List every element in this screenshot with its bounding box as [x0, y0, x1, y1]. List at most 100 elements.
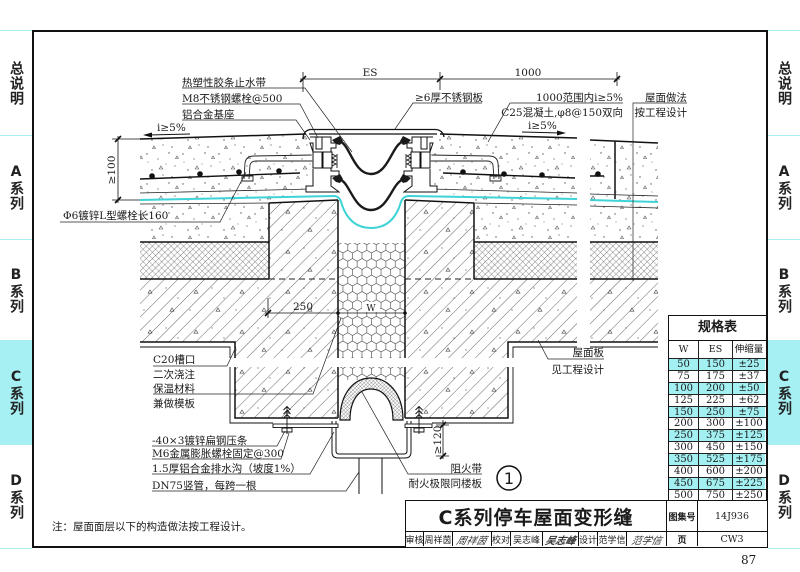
designer-signature: 范学信	[627, 532, 667, 546]
label-steel-plate: ≥6厚不锈钢板	[415, 91, 483, 104]
c20-slot-left	[140, 346, 273, 424]
structure-outlines	[139, 133, 659, 419]
reviewer-signature: 周祥茵	[453, 532, 492, 546]
right-section-tabs: 总说明 A系列 B系列 C系列 D系列	[768, 0, 800, 572]
label-m6-bolt: M6金属膨胀螺栓固定@300	[152, 447, 284, 460]
cell-es: 225	[699, 394, 733, 406]
leader-roof-method	[632, 102, 687, 281]
cell-w: 50	[669, 359, 699, 370]
label-downpipe: DN75竖管，每跨一根	[152, 479, 257, 492]
tab-divider	[0, 548, 32, 549]
rebar-dot	[539, 172, 545, 178]
atlas-number: 14J936	[714, 510, 750, 522]
label-secondary-pour: 二次浇注	[153, 368, 195, 381]
tab-series-d[interactable]: D系列	[0, 444, 32, 548]
cell-es: 750	[699, 489, 733, 501]
designer-name: 范学信	[598, 532, 627, 546]
m8-bolt	[420, 136, 428, 150]
stainless-cover-plate	[302, 128, 445, 140]
cell-movement: ±150	[735, 442, 763, 454]
tab-series-b[interactable]: B系列	[768, 239, 800, 340]
joint-edges	[337, 200, 406, 418]
check-label: 校对	[492, 532, 511, 546]
label-gutter: 1.5厚铝合金排水沟（坡度1%）	[152, 462, 301, 475]
label-c25-concrete: C25混凝土,φ8@150双向	[501, 106, 623, 119]
cell-es: 600	[699, 466, 733, 477]
cell-movement: ±50	[733, 382, 765, 394]
roof-surface-right	[439, 133, 659, 144]
tab-series-b[interactable]: B系列	[0, 239, 32, 340]
nut	[420, 151, 431, 169]
concrete-topping-far	[590, 140, 658, 242]
cell-movement: ±75	[733, 406, 765, 418]
reviewer-name: 周祥茵	[424, 532, 453, 546]
tab-general-notes[interactable]: 总说明	[768, 30, 800, 135]
waterproof-membrane	[139, 194, 659, 230]
fire-barrier-and-gutter	[272, 377, 433, 494]
insulation-edges	[140, 241, 658, 280]
dim-250-w-line	[265, 298, 405, 318]
c20-slot-right	[432, 346, 658, 424]
tab-label: 总说明	[776, 60, 792, 106]
signature: 范学信	[629, 535, 663, 547]
tab-series-d[interactable]: D系列	[768, 444, 800, 548]
nut	[322, 151, 333, 169]
anchor-clip	[400, 136, 411, 183]
atlas-number-label: 图集号	[667, 501, 698, 531]
cell-w: 300	[669, 442, 699, 454]
cell-es: 450	[699, 442, 733, 454]
dim-100-ticks	[114, 135, 122, 204]
aluminum-base-left	[305, 136, 343, 193]
protective-layer-line	[139, 188, 659, 197]
label-formwork: 兼做模板	[153, 397, 195, 410]
nut	[312, 151, 323, 169]
break-band	[222, 358, 522, 367]
tab-label: A系列	[776, 164, 792, 211]
tab-general-notes[interactable]: 总说明	[0, 30, 32, 135]
dim-100-line	[112, 136, 140, 203]
cell-es: 150	[699, 359, 733, 370]
dim-250-ticks	[264, 309, 272, 317]
aluminum-gutter	[331, 421, 412, 459]
label-roof-slab: 屋面板	[573, 346, 605, 359]
leader-steel-plate	[394, 102, 482, 130]
formwork-outlines	[140, 346, 658, 424]
tab-series-a[interactable]: A系列	[768, 135, 800, 239]
roof-slab-aggregate	[140, 200, 338, 342]
dim-120-label: ≥120	[432, 426, 444, 455]
dim-ticks	[299, 75, 621, 83]
leader-pipe	[152, 471, 360, 492]
header-movement: 伸缩量	[734, 344, 764, 355]
page-label: 页	[667, 532, 698, 546]
tab-series-c[interactable]: C系列	[0, 340, 32, 444]
dimension-lines	[112, 72, 621, 460]
insulation-layer-far	[590, 242, 658, 279]
label-roof-method-2: 按工程设计	[635, 106, 688, 119]
flat-steel-strip-right	[404, 423, 433, 428]
rubber-waterstop-upper	[340, 140, 403, 176]
leveling-layer-line	[139, 202, 659, 209]
spec-table-header: W ES 伸缩量	[669, 341, 766, 359]
rubber-waterstop-lower	[340, 178, 403, 212]
roof-surface-left	[139, 133, 307, 140]
cell-es: 250	[699, 406, 733, 418]
dim-point	[403, 311, 407, 315]
cell-es: 675	[699, 477, 733, 489]
cell-es: 200	[699, 382, 733, 394]
label-l-bolt: Φ6镀锌L型螺栓长160	[63, 209, 168, 222]
cell-w: 125	[669, 394, 699, 406]
leader-insulation	[153, 317, 342, 395]
slope-right-label: i≥5%	[528, 120, 557, 132]
label-insulation: 保温材料	[153, 382, 195, 395]
cell-movement: ±100	[735, 418, 763, 430]
tab-series-a[interactable]: A系列	[0, 135, 32, 239]
edge-beam-aggregate	[235, 342, 338, 418]
dim-es-1000-line	[300, 72, 620, 92]
tab-series-c[interactable]: C系列	[768, 340, 800, 444]
dim-point	[336, 311, 340, 315]
